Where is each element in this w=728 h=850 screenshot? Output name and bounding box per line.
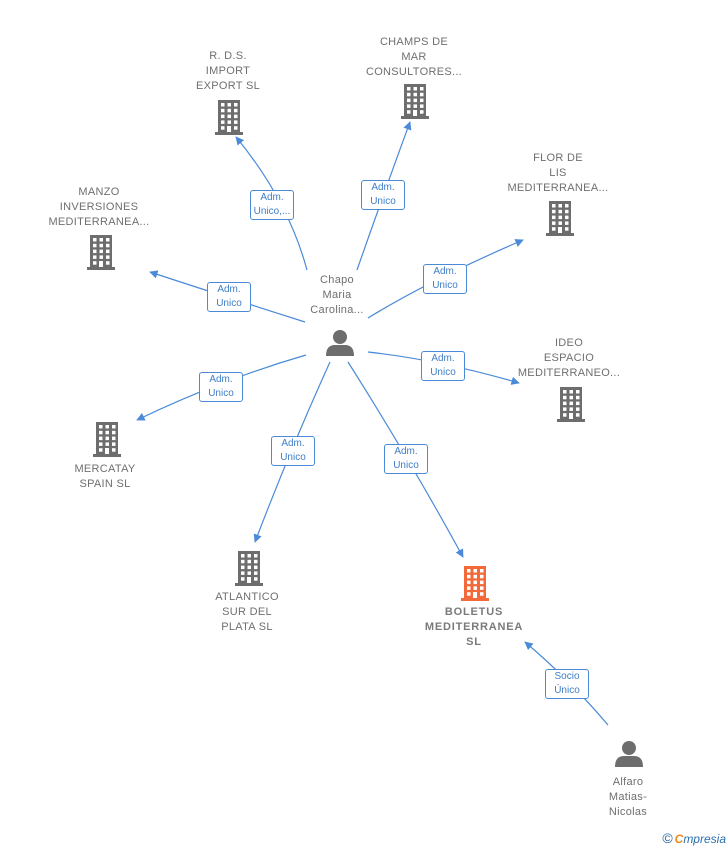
node-label-line: Maria <box>322 289 352 301</box>
node-label-line: MAR <box>401 51 427 63</box>
edge-label-line: Unico <box>432 280 458 291</box>
brand-footer[interactable]: ©Cmpresia <box>662 830 726 846</box>
copyright-icon: © <box>662 830 673 846</box>
building-icon[interactable] <box>93 422 121 457</box>
edge-label-manzo[interactable]: Adm. Unico <box>207 282 251 312</box>
edge-label-champs[interactable]: Adm. Unico <box>361 180 405 210</box>
building-icon[interactable] <box>461 566 489 601</box>
edge-label-line: Unico <box>216 298 242 309</box>
node-label-line: INVERSIONES <box>59 201 139 213</box>
node-label-line: SPAIN SL <box>79 478 131 490</box>
edge-label-line: Adm. <box>371 182 395 193</box>
company-label-atlantico[interactable]: ATLANTICO SUR DEL PLATA SL <box>172 590 322 635</box>
person-icon[interactable] <box>326 330 354 356</box>
node-label-line: MEDITERRANEO... <box>517 367 621 379</box>
edge-label-ideo[interactable]: Adm. Unico <box>421 351 465 381</box>
node-label-line: SL <box>466 636 482 648</box>
edge-label-line: Único <box>554 685 580 696</box>
node-label-line: Matias- <box>608 791 648 803</box>
company-label-mercatay[interactable]: MERCATAY SPAIN SL <box>30 462 180 492</box>
person-icon[interactable] <box>615 741 643 767</box>
node-label-line: MEDITERRANEA... <box>507 182 609 194</box>
node-label-line: MANZO <box>78 186 120 198</box>
edge-label-line: Unico <box>393 460 419 471</box>
company-label-rds[interactable]: R. D.S. IMPORT EXPORT SL <box>153 49 303 94</box>
node-label-line: CHAMPS DE <box>379 36 449 48</box>
building-icon[interactable] <box>557 387 585 422</box>
node-label-line: PLATA SL <box>221 621 273 633</box>
edge-label-line: Unico <box>208 388 234 399</box>
building-icon[interactable] <box>546 201 574 236</box>
company-label-boletus[interactable]: BOLETUS MEDITERRANEA SL <box>399 605 549 650</box>
company-label-champs[interactable]: CHAMPS DE MAR CONSULTORES... <box>339 35 489 80</box>
node-label-line: Chapo <box>320 274 354 286</box>
node-label-line: FLOR DE <box>533 152 583 164</box>
edge-label-mercatay[interactable]: Adm. Unico <box>199 372 243 402</box>
node-label-line: Carolina... <box>310 304 364 316</box>
edge-label-line: Adm. <box>217 284 241 295</box>
node-label-line: BOLETUS <box>444 606 504 618</box>
node-label-line: ATLANTICO <box>215 591 279 603</box>
edge-label-line: Unico <box>370 196 396 207</box>
node-label-line: ESPACIO <box>543 352 595 364</box>
company-label-ideo[interactable]: IDEO ESPACIO MEDITERRANEO... <box>494 336 644 381</box>
node-label-line: MEDITERRANEA <box>424 621 524 633</box>
company-label-flor[interactable]: FLOR DE LIS MEDITERRANEA... <box>483 151 633 196</box>
building-icon[interactable] <box>235 551 263 586</box>
brand-initial: C <box>674 832 684 846</box>
edge-label-line: Unico,... <box>253 206 291 217</box>
edge-label-flor[interactable]: Adm. Unico <box>423 264 467 294</box>
node-label-line: MEDITERRANEA... <box>48 216 150 228</box>
node-label-line: LIS <box>549 167 567 179</box>
edge-label-line: Adm. <box>281 438 305 449</box>
edge-label-line: Adm. <box>209 374 233 385</box>
edge-label-line: Unico <box>430 367 456 378</box>
building-icon[interactable] <box>401 84 429 119</box>
edge-label-line: Unico <box>280 452 306 463</box>
node-label-line: Alfaro <box>612 776 644 788</box>
node-label-line: CONSULTORES... <box>365 66 463 78</box>
edge-label-boletus[interactable]: Adm. Unico <box>384 444 428 474</box>
edge-label-line: Socio <box>554 671 580 682</box>
edge-label-line: Adm. <box>431 353 455 364</box>
node-label-line: IMPORT <box>205 65 251 77</box>
edge-label-rds[interactable]: Adm. Unico,... <box>250 190 294 220</box>
edge-label-line: Adm. <box>394 446 418 457</box>
brand-name: mpresia <box>683 832 726 846</box>
edge-label-atlantico[interactable]: Adm. Unico <box>271 436 315 466</box>
edge-label-line: Adm. <box>260 192 284 203</box>
node-label-line: IDEO <box>554 337 584 349</box>
node-label-line: Nicolas <box>608 806 648 818</box>
node-label-line: MERCATAY <box>74 463 136 475</box>
node-label-line: R. D.S. <box>209 50 247 62</box>
node-label-line: EXPORT SL <box>195 80 261 92</box>
building-icon[interactable] <box>215 100 243 135</box>
company-label-manzo[interactable]: MANZO INVERSIONES MEDITERRANEA... <box>24 185 174 230</box>
node-label-line: SUR DEL <box>222 606 272 618</box>
building-icon[interactable] <box>87 235 115 270</box>
edge-label-line: Adm. <box>433 266 457 277</box>
